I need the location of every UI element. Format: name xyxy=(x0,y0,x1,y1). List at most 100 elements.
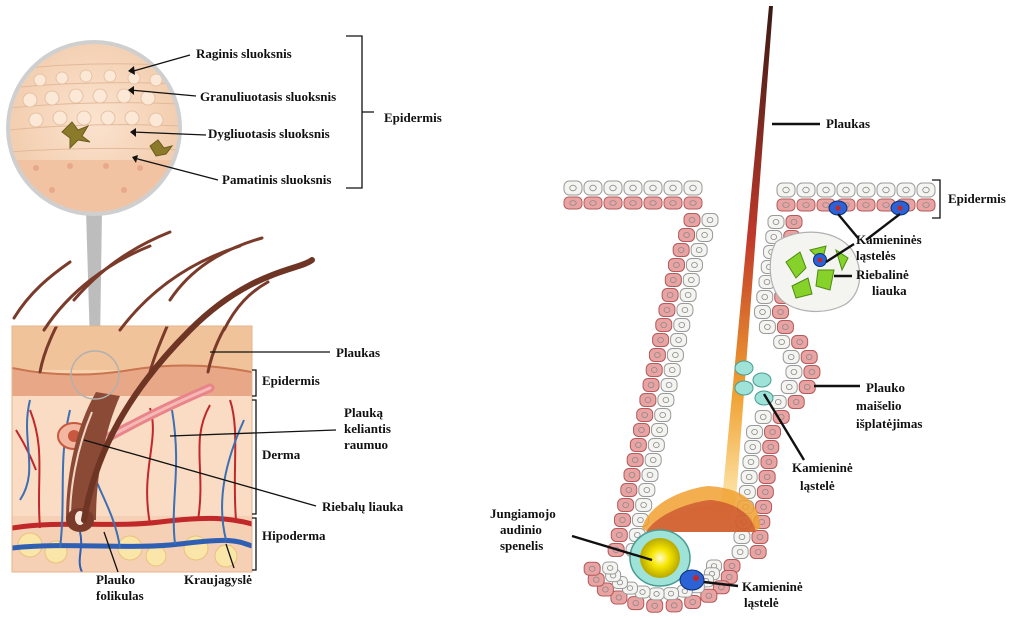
label-kraujagysle: Kraujagyslė xyxy=(184,572,252,587)
follicle-inner-cell xyxy=(683,274,699,287)
follicle-outer-cell xyxy=(656,319,672,332)
follicle-inner-cell xyxy=(677,304,693,317)
label-hipoderma: Hipoderma xyxy=(262,528,326,543)
epidermis-basal-cell xyxy=(777,199,795,211)
epidermis-cell xyxy=(797,183,815,197)
follicle-outer-cell xyxy=(752,531,768,544)
bulb-inner-cell xyxy=(603,562,618,574)
epidermis-basal-cell xyxy=(604,197,622,209)
skin-cross-section: Raginis sluoksnis Granuliuotasis sluoksn… xyxy=(8,36,442,603)
follicle-inner-cell xyxy=(652,424,668,437)
follicle-outer-cell xyxy=(799,381,815,394)
label-papilla-1: Jungiamojo xyxy=(490,506,556,521)
label-granuliuotasis: Granuliuotasis sluoksnis xyxy=(200,89,336,104)
follicle-outer-cell xyxy=(679,229,695,242)
label-follicle-2: folikulas xyxy=(96,588,144,603)
follicle-inner-cell xyxy=(667,349,683,362)
epidermis-cell xyxy=(897,183,915,197)
follicle-outer-cell xyxy=(649,349,665,362)
label-muscle-3: raumuo xyxy=(344,437,388,452)
label-muscle-1: Plauką xyxy=(344,405,384,420)
label-bulge-2: maišelio xyxy=(856,398,902,413)
follicle-outer-cell xyxy=(653,334,669,347)
follicle-outer-cell xyxy=(665,274,681,287)
follicle-inner-cell xyxy=(745,441,761,454)
follicle-outer-cell xyxy=(634,424,650,437)
follicle-inner-cell xyxy=(702,214,718,227)
label-follicle-1: Plauko xyxy=(96,572,135,587)
follicle-inner-cell xyxy=(691,244,707,257)
epidermis-cell xyxy=(624,181,642,195)
follicle-inner-cell xyxy=(747,426,763,439)
follicle-outer-cell xyxy=(759,471,775,484)
label-stem-mid-2: ląstelė xyxy=(800,478,835,493)
follicle-outer-cell xyxy=(761,456,777,469)
follicle-inner-cell xyxy=(757,291,773,304)
follicle-inner-cell xyxy=(774,336,790,349)
bulb-inner-cell xyxy=(664,588,679,600)
sebaceous-gland xyxy=(770,232,860,311)
epidermis-cell xyxy=(604,181,622,195)
follicle-inner-cell xyxy=(743,456,759,469)
label-epidermis-left: Epidermis xyxy=(262,373,320,388)
label-derma: Derma xyxy=(262,447,301,462)
follicle-outer-cell xyxy=(788,396,804,409)
follicle-inner-cell xyxy=(755,411,771,424)
follicle-outer-cell xyxy=(627,454,643,467)
follicle-inner-cell xyxy=(664,364,680,377)
stem-cell-bottom xyxy=(680,570,704,590)
epidermis-cell xyxy=(584,181,602,195)
follicle-outer-cell xyxy=(757,486,773,499)
label-riebalu-liauka: Riebalų liauka xyxy=(322,499,404,514)
label-papilla-2: audinio xyxy=(500,522,542,537)
follicle-outer-cell xyxy=(662,289,678,302)
label-pamatinis: Pamatinis sluoksnis xyxy=(222,172,331,187)
follicle-outer-cell xyxy=(643,379,659,392)
follicle-outer-cell xyxy=(786,216,802,229)
follicle-inner-cell xyxy=(781,381,797,394)
follicle-outer-cell xyxy=(750,546,766,559)
epidermis-basal-cell xyxy=(857,199,875,211)
epidermis-cells-left xyxy=(564,181,702,209)
follicle-inner-cell xyxy=(645,454,661,467)
follicle-inner-cell xyxy=(768,216,784,229)
epidermis-cell xyxy=(644,181,662,195)
follicle-outer-cell xyxy=(640,394,656,407)
follicle-outer-cell xyxy=(624,469,640,482)
follicle-outer-cell xyxy=(777,321,793,334)
label-raginis: Raginis sluoksnis xyxy=(196,46,292,61)
follicle-inner-cell xyxy=(671,334,687,347)
follicle-inner-cell xyxy=(642,469,658,482)
follicle-outer-cell xyxy=(668,259,684,272)
follicle-outer-cell xyxy=(659,304,675,317)
epidermis-basal-cell xyxy=(584,197,602,209)
follicle-inner-cell xyxy=(655,409,671,422)
epidermis-basal-cell xyxy=(684,197,702,209)
label-bulge-3: išplatėjimas xyxy=(856,416,922,431)
label-plaukas-right: Plaukas xyxy=(826,116,870,131)
follicle-inner-cell xyxy=(674,319,690,332)
bulb-outer-cell xyxy=(666,599,682,612)
epidermis-basal-cell xyxy=(664,197,682,209)
follicle-inner-cell xyxy=(636,499,652,512)
label-stem-top-1: Kamieninės xyxy=(856,232,922,247)
follicle-outer-cell xyxy=(804,366,820,379)
bulb-outer-cell xyxy=(647,599,663,612)
label-gland-right-2: liauka xyxy=(872,283,907,298)
follicle-inner-cell xyxy=(732,546,748,559)
follicle-inner-cell xyxy=(786,366,802,379)
follicle-inner-cell xyxy=(783,351,799,364)
label-gland-right-1: Riebalinė xyxy=(856,267,909,282)
label-dygliuotasis: Dygliuotasis sluoksnis xyxy=(208,126,330,141)
follicle-inner-cell xyxy=(734,531,750,544)
follicle-outer-cell xyxy=(756,501,772,514)
follicle-outer-cell xyxy=(637,409,653,422)
follicle-outer-cell xyxy=(792,336,808,349)
epidermis-basal-cell xyxy=(797,199,815,211)
hair-follicle-diagram: Plaukas Epidermis Kamieninės ląstelės Ri… xyxy=(490,6,1006,612)
follicle-outer-cell xyxy=(773,306,789,319)
label-papilla-3: spenelis xyxy=(500,538,543,553)
follicle-outer-cell xyxy=(621,484,637,497)
follicle-inner-cell xyxy=(648,439,664,452)
